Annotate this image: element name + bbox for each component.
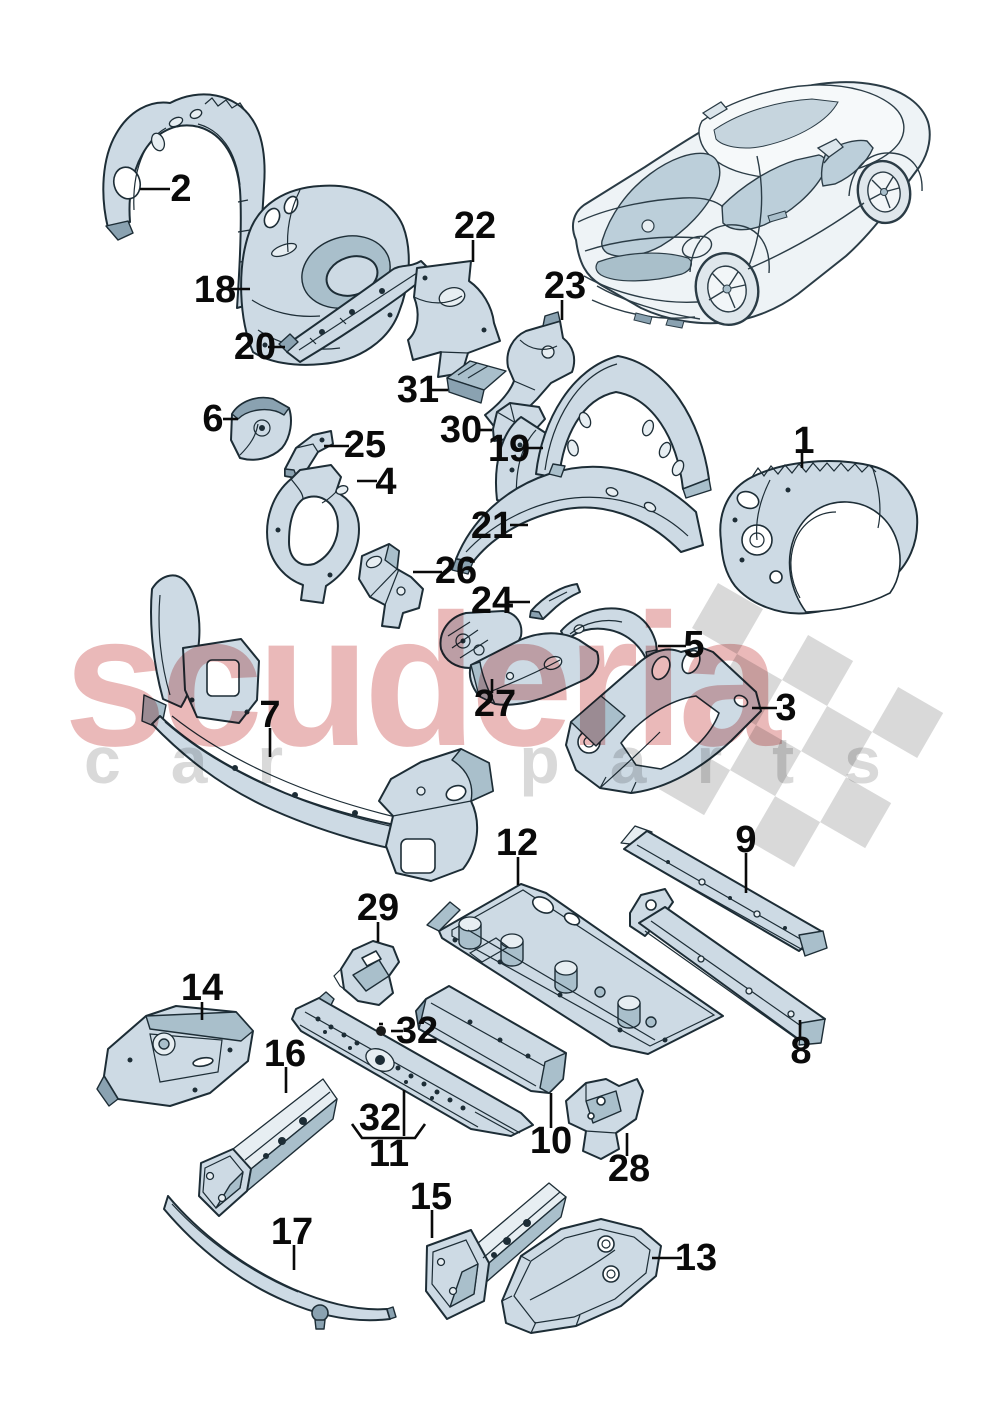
- callout-32-group[interactable]: 32: [359, 1097, 401, 1139]
- part-13-floor-plate: [501, 1218, 662, 1334]
- callout-12[interactable]: 12: [496, 822, 538, 864]
- car-antenna-fin: [701, 101, 728, 120]
- car-sunroof-glass: [713, 98, 839, 149]
- car-taillight: [595, 252, 692, 282]
- part-21-arch-rail: [451, 463, 704, 575]
- car-rear-glass: [601, 152, 721, 258]
- callout-10[interactable]: 10: [530, 1120, 572, 1162]
- callout-9[interactable]: 9: [735, 819, 756, 861]
- part-14-floor-piece: [96, 1005, 254, 1107]
- callout-25[interactable]: 25: [344, 424, 386, 466]
- callout-1[interactable]: 1: [793, 420, 814, 462]
- part-9-cross-rail: [620, 825, 828, 957]
- part-15-box-beam: [425, 1182, 567, 1320]
- part-23-bracket-arm: [484, 311, 576, 430]
- part-2-wheel-arch-liner: [102, 93, 266, 309]
- callout-32-bolt[interactable]: 32: [396, 1010, 438, 1052]
- part-28-end-bracket: [565, 1078, 644, 1160]
- callout-14[interactable]: 14: [181, 967, 223, 1009]
- part-4-pillar-frame: [266, 464, 360, 604]
- part-3-side-member: [565, 646, 762, 794]
- callout-3[interactable]: 3: [775, 687, 796, 729]
- part-31-box-bracket: [446, 360, 507, 404]
- callout-23[interactable]: 23: [544, 265, 586, 307]
- part-1-wheel-housing-assembly: [719, 460, 919, 615]
- callout-13[interactable]: 13: [675, 1237, 717, 1279]
- watermark-subtitle: car parts: [84, 723, 931, 797]
- part-10-channel-member: [415, 985, 567, 1094]
- callout-16[interactable]: 16: [264, 1033, 306, 1075]
- callout-6[interactable]: 6: [202, 398, 223, 440]
- bolt-icon: [376, 1026, 386, 1036]
- part-11-sill-member: [291, 991, 534, 1137]
- callout-15[interactable]: 15: [410, 1176, 452, 1218]
- watermark-brand: scuderia: [64, 575, 781, 785]
- callout-4[interactable]: 4: [375, 461, 396, 503]
- callout-20[interactable]: 20: [234, 326, 276, 368]
- part-12-floor-panel: [426, 883, 724, 1055]
- callout-8[interactable]: 8: [790, 1030, 811, 1072]
- part-6-cap-bracket: [230, 396, 292, 461]
- callout-27[interactable]: 27: [474, 683, 516, 725]
- part-16-box-beam: [198, 1078, 338, 1217]
- callout-30[interactable]: 30: [440, 409, 482, 451]
- part-24-wing-bracket: [529, 583, 581, 620]
- callout-21[interactable]: 21: [471, 505, 513, 547]
- part-17-curved-strip: [163, 1195, 397, 1330]
- callout-11-group[interactable]: 11: [369, 1133, 409, 1175]
- callout-31[interactable]: 31: [397, 369, 439, 411]
- callout-22[interactable]: 22: [454, 205, 496, 247]
- callout-19[interactable]: 19: [488, 428, 530, 470]
- callout-29[interactable]: 29: [357, 887, 399, 929]
- callout-28[interactable]: 28: [608, 1148, 650, 1190]
- car-mirror: [816, 138, 844, 158]
- car-front-wheel: [856, 159, 912, 225]
- part-29-support-bracket: [333, 940, 400, 1006]
- callout-17[interactable]: 17: [271, 1211, 313, 1253]
- car-door-handle: [767, 210, 788, 223]
- group-brace: [350, 1123, 427, 1140]
- callout-2[interactable]: 2: [170, 168, 191, 210]
- part-26-bracket: [358, 543, 424, 629]
- car-rear-wheel: [694, 252, 760, 326]
- callout-7[interactable]: 7: [259, 694, 280, 736]
- car-illustration: [571, 81, 931, 329]
- car-badge: [641, 219, 655, 233]
- car-fuel-cap: [681, 235, 713, 259]
- callout-18[interactable]: 18: [194, 269, 236, 311]
- callout-5[interactable]: 5: [683, 624, 704, 666]
- callout-24[interactable]: 24: [471, 580, 513, 622]
- part-27-bracket-assembly: [439, 610, 600, 706]
- callout-26[interactable]: 26: [435, 550, 477, 592]
- part-7-frame-rail: [141, 574, 494, 882]
